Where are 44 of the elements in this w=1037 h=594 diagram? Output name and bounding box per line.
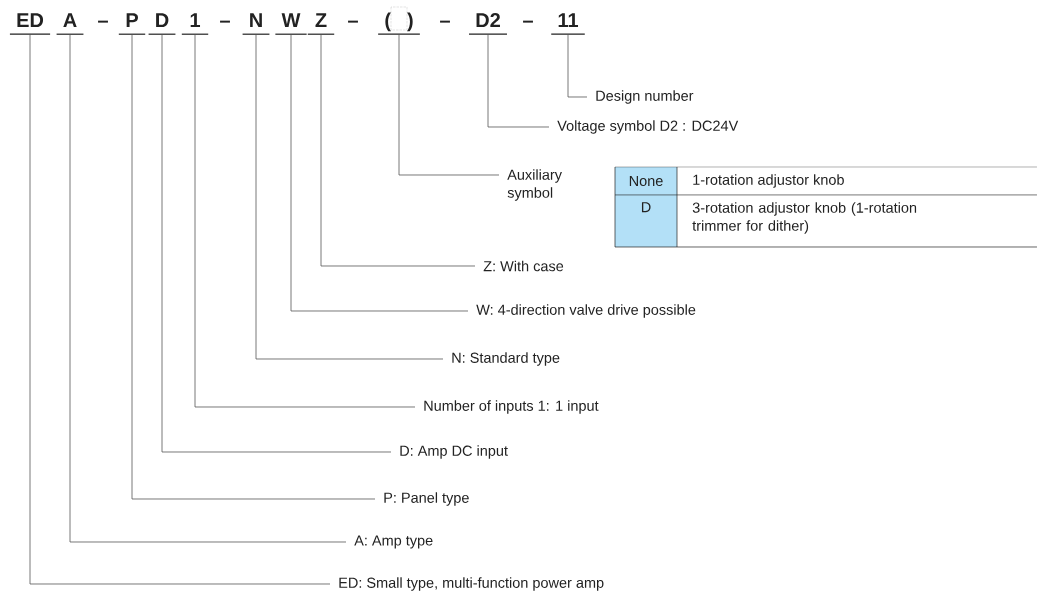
leader-line (567, 33, 588, 98)
description-text: P: Panel type (384, 492, 469, 506)
description-text: Auxiliary symbol (507, 169, 562, 201)
description-text: Design number (596, 90, 694, 104)
leader-line (398, 33, 500, 176)
cell-text: 3-rotation adjustor knob (1-rotation trimmer for dither) (692, 202, 917, 234)
leader-line (161, 33, 392, 453)
separator-dash: – (440, 20, 450, 23)
code-part: A (56, 13, 85, 35)
code-part: ( ) (377, 6, 421, 35)
description-text: Voltage symbol D2 : DC24V (557, 120, 739, 134)
code-part: Z (307, 13, 335, 35)
description-text: W: 4-direction valve drive possible (476, 304, 696, 318)
separator-dash: – (348, 20, 358, 23)
description-text: A: Amp type (354, 535, 433, 549)
separator-dash: – (220, 20, 230, 23)
code-part: D (148, 13, 177, 35)
code-part: 1 (181, 13, 209, 35)
leader-line (29, 33, 331, 585)
separator-dash: – (523, 20, 533, 23)
description-text: Number of inputs 1: 1 input (424, 400, 599, 414)
description-text: N: Standard type (452, 352, 560, 366)
leader-line (255, 33, 444, 360)
code-part: P (118, 13, 146, 35)
node-label: ) (407, 12, 413, 32)
leader-line (320, 33, 476, 267)
leader-line (487, 33, 550, 128)
cell-text: 1-rotation adjustor knob (693, 174, 844, 188)
leader-line (290, 33, 469, 312)
leader-line (69, 33, 347, 543)
description-text: Z: With case (483, 260, 564, 272)
description-text: ED: Small type, multi-function power amp (339, 577, 604, 591)
leader-line (194, 33, 416, 408)
code-part: W (274, 13, 308, 35)
code-part: D2 (468, 13, 508, 35)
description-text: D: Amp DC input (400, 445, 508, 459)
separator-dash: – (98, 20, 108, 23)
table-cell: D (615, 195, 677, 247)
code-part: N (242, 13, 271, 35)
node-label: ( (385, 12, 391, 32)
leader-line (131, 33, 376, 500)
code-part: 11 (550, 13, 586, 35)
table-cell: None (615, 167, 677, 195)
code-part: ED (9, 13, 51, 35)
